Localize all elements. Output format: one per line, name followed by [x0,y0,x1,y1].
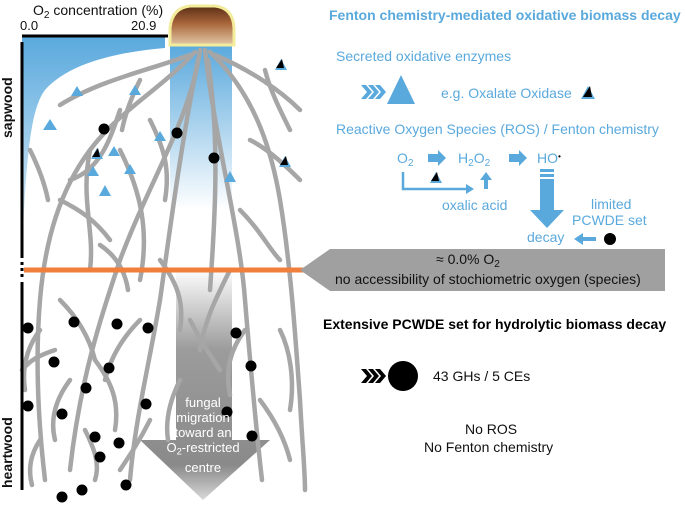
banner-accessibility-text: no accessibility of stochiometric oxygen… [335,271,641,287]
migration-o2-sub: 2 [176,446,182,457]
fenton-title: Fenton chemistry-mediated oxidative biom… [329,7,681,23]
axis-title-rest: concentration (%) [49,2,164,18]
oxalic-up-arrow [480,172,492,189]
h2o2-sub2: 2 [484,157,491,169]
hydrolytic-title: Extensive PCWDE set for hydrolytic bioma… [323,316,667,332]
sapwood-label: sapwood [0,77,15,138]
pcwde-dots-sapwood [98,123,220,164]
migration-line2: migration [176,410,230,425]
pcwde-chevrons [361,369,386,383]
pcwde-large-dot [388,361,418,391]
migration-line3: toward an [174,425,232,440]
o2-concentration-area [22,36,165,255]
banner-o2-prefix: ≈ 0.0% O [436,251,495,267]
migration-arrow-text: fungal migration toward an O2-restricted… [150,395,256,475]
ho-to-decay-arrow [530,169,564,228]
o2-text: O [397,150,408,166]
oxalate-example-label: e.g. Oxalate Oxidase [441,85,572,101]
axis-min-label: 0.0 [20,18,39,33]
migration-line4: O2-restricted [150,440,256,460]
ho-text: HO [537,150,558,166]
ros-arrows [428,150,527,166]
h2o2-species: H2O2 [458,150,490,169]
heartwood-label: heartwood [0,417,15,488]
decay-label: decay [527,229,565,245]
axis-title-main: O [33,2,44,18]
no-ros-label: No ROS [465,421,518,437]
pcwde-dots-heartwood [22,316,258,503]
banner-o2-sub: 2 [494,258,500,270]
axis-title-sub: 2 [43,9,50,21]
enzymes-label: Secreted oxidative enzymes [336,48,512,64]
limited-label: limited [591,196,632,212]
h2o2-h: H [458,150,469,166]
oxidative-enzyme-markers [43,85,236,196]
ghs-ces-count: 43 GHs / 5 CEs [433,368,531,384]
enzyme-triangle-large [387,75,415,104]
migration-o2-prefix: O [166,440,177,455]
oxalate-oxidase-markers [91,59,291,167]
migration-o2-rest: -restricted [181,440,240,455]
oxalic-acid-label: oxalic acid [442,197,508,213]
axis-max-label: 20.9 [131,18,157,33]
limited-pcwde-dot [604,233,616,245]
oxalic-oxidase-in-ros [430,172,442,183]
ho-sup: • [558,150,561,161]
o2-sub: 2 [407,157,414,169]
boundary-banner [300,249,665,291]
ros-label: Reactive Oxygen Species (ROS) / Fenton c… [336,121,659,137]
o2-axis-title: O2 concentration (%) [33,2,163,21]
o2-species: O2 [397,150,414,169]
h2o2-sub1: 2 [468,157,474,169]
pcwde-to-decay-arrow [574,233,596,245]
migration-arrow [140,268,270,500]
o2-to-oxalic-arrow [401,172,466,191]
h2o2-o: O [473,150,485,166]
pcwde-set-label: PCWDE set [572,212,647,228]
banner-o2-text: ≈ 0.0% O2 [436,251,500,270]
no-fenton-label: No Fenton chemistry [424,439,554,455]
oxalate-oxidase-icon [581,86,595,99]
enzyme-chevrons [361,85,386,99]
hydroxyl-radical: HO• [537,150,561,166]
migration-line1: fungal [185,395,221,410]
migration-line5: centre [184,459,222,475]
wood-block [168,4,236,47]
